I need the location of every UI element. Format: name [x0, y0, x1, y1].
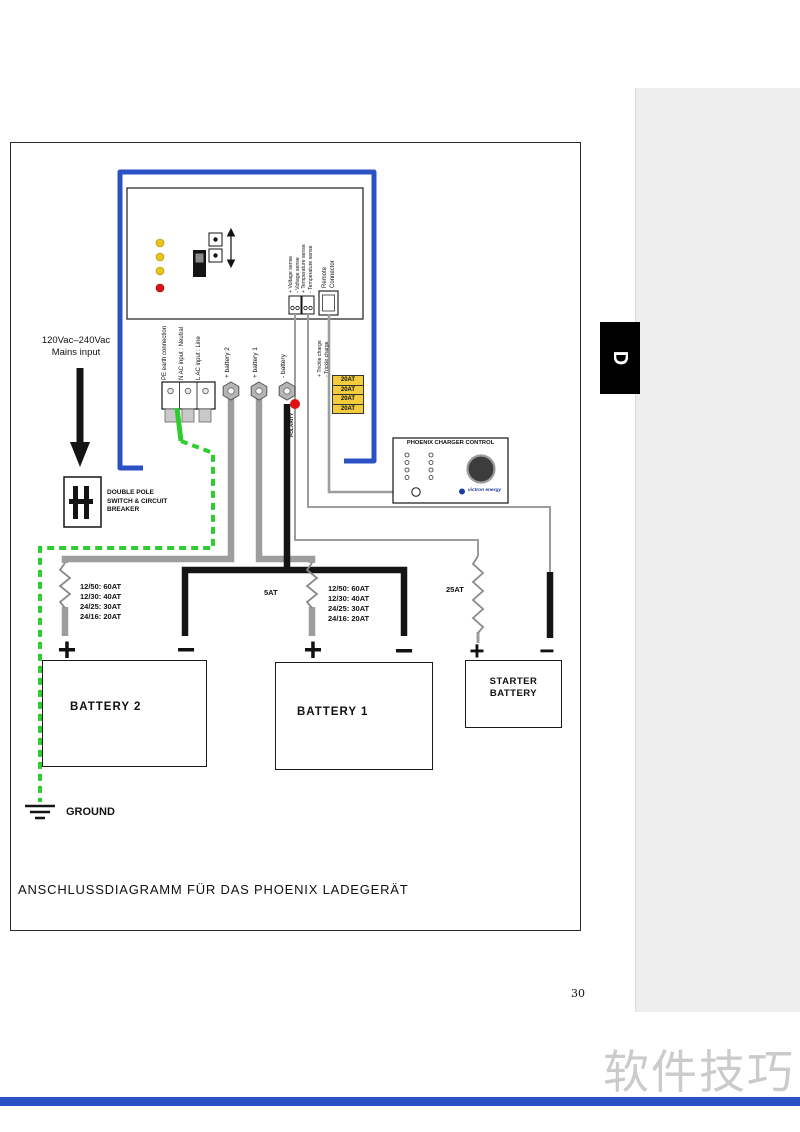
label-output-negative: - battery: [280, 354, 287, 378]
fuse-rating-line: 24/16: 20AT: [80, 612, 122, 621]
fuse-rating-line: 12/50: 60AT: [328, 584, 370, 593]
starter-minus-symbol: −: [539, 635, 555, 666]
label-output-battery2: + battery 2: [224, 347, 231, 378]
label-ac-pe: PE earth connection: [162, 325, 168, 380]
internal-fuse-20at-4: 20AT: [332, 403, 364, 414]
fuse-rating-line: 12/50: 60AT: [80, 582, 122, 591]
label-ac-neutral: N AC input : Neutral: [179, 326, 185, 380]
battery2-plus-symbol: +: [57, 631, 77, 668]
battery1-box: BATTERY 1: [275, 662, 433, 770]
fuse-25at-label: 25AT: [446, 585, 464, 594]
battery1-plus-symbol: +: [303, 631, 323, 668]
section-tab-label: D: [609, 350, 632, 366]
label-remote-line2: Connector: [329, 260, 336, 288]
mains-voltage: 120Vac–240Vac: [41, 335, 111, 346]
label-output-battery1: + battery 1: [252, 347, 259, 378]
battery2-minus-symbol: −: [176, 631, 196, 668]
watermark-text: 软件技巧: [603, 1046, 795, 1098]
fuse-rating-line: 12/30: 40AT: [80, 592, 122, 601]
diagram-frame: [10, 142, 581, 931]
fuse-rating-line: 12/30: 40AT: [328, 594, 370, 603]
battery1-fuse-ratings: 12/50: 60AT 12/30: 40AT 24/25: 30AT 24/1…: [328, 584, 369, 624]
breaker-line: SWITCH & CIRCUIT: [107, 497, 168, 505]
footer-blue-bar: [0, 1097, 800, 1106]
starter-battery-box: STARTER BATTERY: [465, 660, 562, 728]
label-trickle-minus: - Trickle charge: [324, 341, 330, 377]
battery2-label: BATTERY 2: [70, 701, 142, 713]
breaker-line: DOUBLE POLE: [107, 489, 154, 496]
breaker-label: DOUBLE POLE SWITCH & CIRCUIT BREAKER: [107, 489, 167, 515]
control-panel-title: PHOENIX CHARGER CONTROL: [406, 440, 495, 446]
label-temp-sense-minus: - Temperature sense: [307, 245, 314, 293]
battery1-minus-symbol: −: [394, 632, 414, 669]
fuse-rating-line: 24/25: 30AT: [80, 602, 122, 611]
starter-plus-symbol: +: [469, 635, 485, 666]
diagram-caption: ANSCHLUSSDIAGRAMM FÜR DAS PHOENIX LADEGE…: [18, 882, 409, 897]
ground-label: GROUND: [66, 806, 115, 818]
breaker-line: BREAKER: [107, 506, 140, 513]
label-ac-line: L AC input : Line: [196, 336, 202, 380]
mains-input: Mains input: [51, 346, 101, 358]
label-trickle-plus: + Trickle charge: [317, 340, 323, 377]
label-remote-line1: Remote: [322, 266, 328, 288]
label-voltage-sense-plus: + Voltage sense: [288, 255, 294, 293]
page-number: 30: [571, 987, 585, 1000]
label-voltage-sense-minus: - Voltage sense: [294, 257, 301, 293]
battery1-label: BATTERY 1: [297, 706, 369, 718]
starter-label-line2: BATTERY: [489, 688, 538, 699]
fuse-rating-line: 24/16: 20AT: [328, 614, 370, 623]
starter-label-line1: STARTER: [489, 676, 538, 687]
victron-brand-label: victron energy: [468, 488, 502, 493]
starter-battery-label: STARTER BATTERY: [466, 676, 561, 700]
mains-label: 120Vac–240Vac Mains input: [24, 335, 128, 358]
fuse-rating-line: 24/25: 30AT: [328, 604, 370, 613]
sidebar-strip: [635, 88, 800, 1012]
label-polarity: POLARITY: [290, 412, 295, 437]
label-temp-sense-plus: + Temperature sense: [301, 244, 307, 293]
section-tab: D: [600, 322, 640, 394]
battery2-box: BATTERY 2: [42, 660, 207, 767]
battery2-fuse-ratings: 12/50: 60AT 12/30: 40AT 24/25: 30AT 24/1…: [80, 582, 121, 622]
fuse-5at-label: 5AT: [264, 588, 278, 597]
